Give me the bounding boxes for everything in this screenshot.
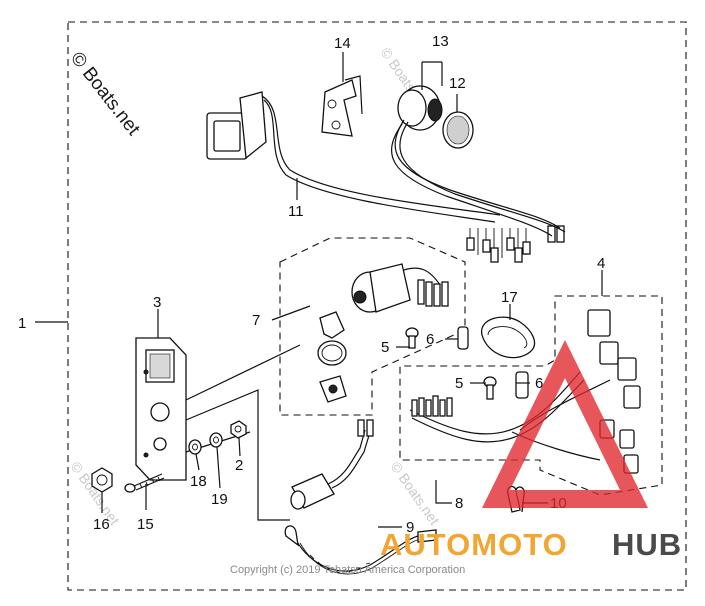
callout-12: 12 [449,75,466,92]
callout-18: 18 [190,473,207,490]
part-5-upper [405,327,419,349]
callout-16: 16 [93,516,110,533]
callout-7: 7 [252,312,260,329]
part-11-harness [206,91,565,263]
part-15-screw [124,473,165,493]
callout-2: 2 [235,457,243,474]
part-12-cap [442,111,474,149]
callout-labels: 1 2 3 4 5 5 6 6 7 8 9 10 11 12 13 14 15 … [18,33,605,536]
site-watermark: © Boats.net [66,48,144,140]
part-7-keyswitch-group [279,237,466,416]
logo-text-hub: HUB [612,527,682,562]
callout-5-upper: 5 [381,339,389,356]
part-13-gauge [391,85,566,237]
part-8-stop-switch [290,419,374,510]
faint-watermark-mid: © Boats.net [388,459,443,528]
callout-3: 3 [153,294,161,311]
part-16-nut [91,467,113,493]
callout-17: 17 [501,289,518,306]
callout-leaders [35,52,603,528]
part-19-washer [209,432,223,448]
part-18-washer [188,439,202,455]
callout-19: 19 [211,491,228,508]
callout-14: 14 [334,35,351,52]
callout-1: 1 [18,315,26,332]
callout-11: 11 [288,203,304,220]
part-3-panel [135,337,187,481]
callout-15: 15 [137,516,154,533]
logo-triangle [482,340,648,508]
part-9-lanyard [284,525,437,575]
callout-8: 8 [455,495,463,512]
callout-4: 4 [597,255,605,272]
automotohub-logo: AUTOMOTO HUB [380,340,682,562]
part-5-lower [483,376,497,400]
part-14-bracket [321,75,363,137]
callout-13: 13 [432,33,449,50]
callout-6-upper: 6 [426,331,434,348]
assembly-frame [67,21,687,591]
callout-6-lower: 6 [535,375,543,392]
part-6-upper [457,326,469,350]
logo-text-auto: AUTOMOTO [380,527,568,562]
copyright-text: Copyright (c) 2019 Tohatsu America Corpo… [230,564,465,576]
part-2-nut [230,420,247,439]
part-6-lower [515,371,529,399]
part-17-clamp [481,316,536,359]
callout-9: 9 [406,519,414,536]
callout-5-lower: 5 [455,375,463,392]
